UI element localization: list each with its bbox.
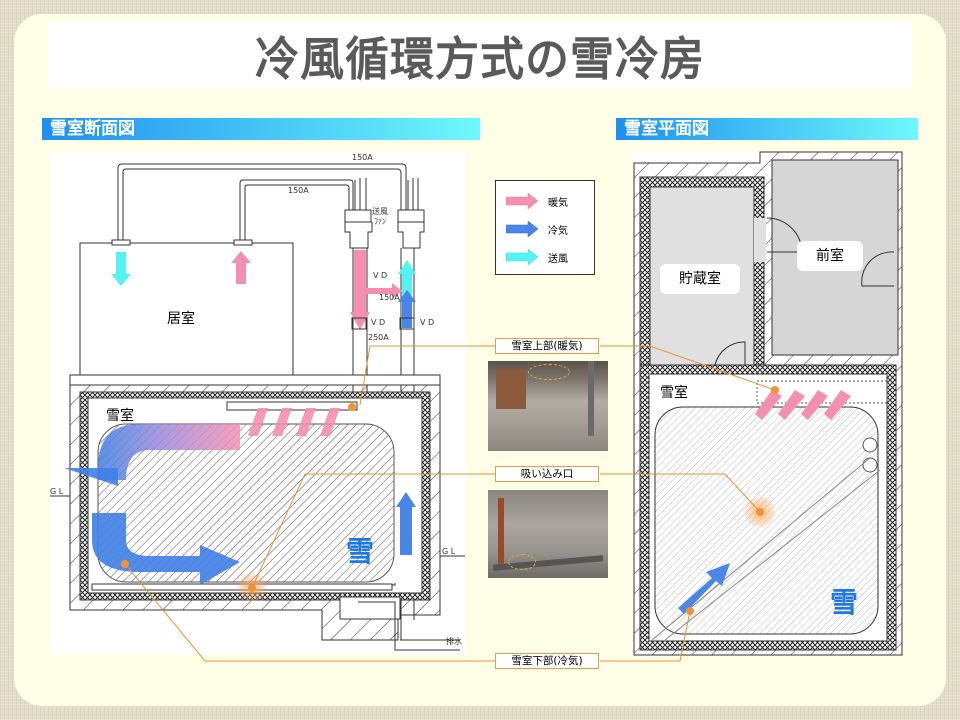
- label-snow: 雪: [346, 535, 375, 568]
- photo-snow-room-upper: [488, 361, 608, 451]
- callout-upper: 雪室上部(暖気): [495, 338, 599, 354]
- label-storage-room: 貯蔵室: [660, 264, 740, 294]
- title-box: 冷風循環方式の雪冷房: [48, 22, 912, 88]
- cross-section: [50, 163, 465, 651]
- cold-arrow-plan: [678, 563, 730, 614]
- fan-units: [344, 209, 425, 249]
- warm-air-arrows: [248, 408, 340, 436]
- circulation-arrow-bottom: [92, 513, 240, 585]
- pipe-label-second: 150A: [288, 186, 309, 195]
- section-header-cross-section: 雪室断面図: [42, 118, 480, 140]
- pipe-label-top: 150A: [352, 153, 373, 162]
- page-title: 冷風循環方式の雪冷房: [255, 32, 705, 87]
- gl-label-right: G L: [442, 547, 456, 556]
- legend-item-cold: 冷気: [506, 219, 568, 239]
- vd-label-3: V D: [420, 318, 435, 327]
- label-snow-room-plan: 雪室: [660, 385, 688, 401]
- legend-label: 冷気: [548, 225, 568, 237]
- warm-arrow-icon: [506, 193, 538, 209]
- warm-arrows-plan: [755, 390, 851, 420]
- fan-arrow-icon: [506, 249, 538, 265]
- legend-item-warm: 暖気: [506, 191, 568, 211]
- cold-arrow-icon: [506, 221, 538, 237]
- legend: 暖気 冷気 送風: [495, 180, 595, 275]
- floor-plan: [633, 151, 903, 656]
- label-living-room: 居室: [167, 311, 195, 327]
- cold-up-arrow: [400, 505, 412, 555]
- callout-lower: 雪室下部(冷気): [495, 653, 599, 669]
- warm-duct-arrow: [350, 312, 370, 330]
- callout-intake: 吸い込み口: [495, 466, 599, 482]
- label-snow-plan: 雪: [830, 586, 859, 619]
- warm-duct-fill: [354, 250, 366, 320]
- living-fan-arrow: [116, 252, 126, 274]
- vd-label-2: V D: [371, 318, 386, 327]
- duct-size-label: 250A: [368, 333, 389, 342]
- vd-branch-label: 150A: [379, 293, 400, 302]
- label-snow-room: 雪室: [106, 408, 134, 424]
- circulation-arrow-top: [98, 424, 240, 480]
- vd-label-1: V D: [373, 271, 388, 280]
- label-anteroom: 前室: [797, 241, 863, 271]
- living-room: [79, 242, 294, 376]
- legend-label: 暖気: [548, 197, 568, 209]
- ducts: [117, 163, 419, 240]
- callout-lines: [124, 345, 776, 662]
- legend-item-fan: 送風: [506, 247, 568, 267]
- photo-intake: [488, 490, 608, 578]
- fan-label-2: ﾌｧﾝ: [374, 217, 386, 226]
- drain-label: 排水: [446, 637, 462, 646]
- section-header-floor-plan: 雪室平面図: [616, 118, 918, 140]
- living-warm-arrow: [236, 262, 246, 284]
- gl-label-left: G L: [50, 487, 64, 496]
- legend-label: 送風: [548, 253, 568, 265]
- fan-label-1: 送風: [372, 207, 388, 216]
